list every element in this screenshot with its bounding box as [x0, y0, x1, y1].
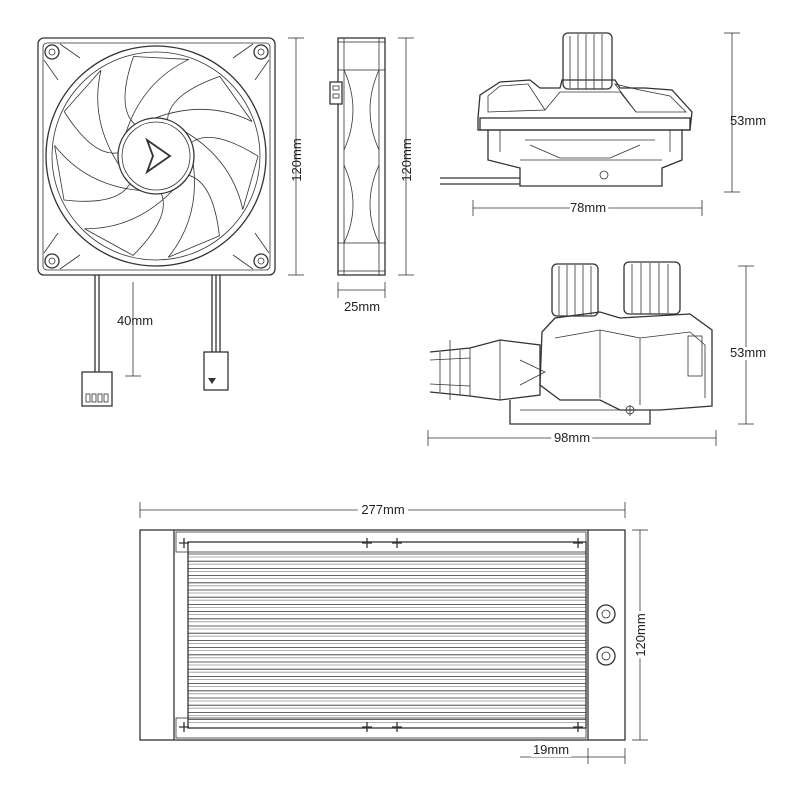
fan-blade [178, 127, 259, 210]
pump-front-width-label: 78mm [570, 200, 606, 215]
fan-blade [123, 56, 190, 141]
mount-cross-icon [179, 722, 189, 732]
fan-hub [117, 117, 195, 195]
radiator-fins [188, 553, 586, 723]
argb-connector [203, 351, 229, 391]
radiator-length-label: 277mm [361, 502, 404, 517]
fan-blade [147, 75, 253, 122]
fan-cable-dimension: 40mm [117, 282, 153, 377]
fan-mounting-holes [44, 44, 269, 269]
fan-cables [81, 275, 229, 407]
radiator-height-dimension: 120mm [630, 529, 651, 741]
fan-blade [63, 69, 124, 172]
fan-front-view [37, 37, 276, 407]
pump-side-length-label: 98mm [554, 430, 590, 445]
fan-side-height-label: 120mm [399, 138, 414, 181]
pump-side-view [429, 261, 713, 425]
mount-cross-icon [362, 722, 372, 732]
fan-blade [54, 145, 149, 202]
fan-blades [54, 56, 259, 258]
pump-front-height-dimension: 53mm [724, 32, 766, 193]
mount-cross-icon [573, 538, 583, 548]
fan-thickness-dimension: 25mm [337, 282, 386, 314]
fan-thickness-label: 25mm [344, 299, 380, 314]
pump-front-view [440, 32, 693, 187]
pump-front-width-dimension: 78mm [472, 197, 703, 218]
radiator-height-label: 120mm [633, 613, 648, 656]
radiator-view [139, 529, 626, 741]
brand-logo-icon [145, 137, 172, 175]
pump-side-height-dimension: 53mm [727, 265, 769, 425]
fan-blade [84, 183, 179, 256]
mount-cross-icon [392, 722, 402, 732]
pump-side-height-label: 53mm [730, 345, 766, 360]
mount-cross-icon [179, 538, 189, 548]
radiator-mount-marks [179, 538, 583, 732]
fan-side-view [329, 37, 386, 276]
mount-cross-icon [392, 538, 402, 548]
fan-blade [167, 155, 220, 258]
pump-side-length-dimension: 98mm [427, 427, 717, 448]
radiator-port-offset-label: 19mm [533, 742, 569, 757]
pump-side-cap-right [623, 261, 681, 315]
pump-front-height-label: 53mm [730, 113, 766, 128]
fan-height-label: 120mm [289, 138, 304, 181]
radiator-port-offset-dimension: 19mm [520, 739, 626, 764]
radiator-length-dimension: 277mm [139, 498, 626, 521]
pwm-connector [81, 371, 113, 407]
fan-cable-length-label: 40mm [117, 313, 153, 328]
radiator-ports [596, 604, 616, 666]
mount-cross-icon [362, 538, 372, 548]
pump-cap [562, 32, 613, 90]
fan-side-height-dimension: 120mm [398, 37, 414, 276]
fan-height-dimension: 120mm [288, 37, 304, 276]
mount-cross-icon [573, 722, 583, 732]
fan-side-connector [329, 81, 343, 105]
